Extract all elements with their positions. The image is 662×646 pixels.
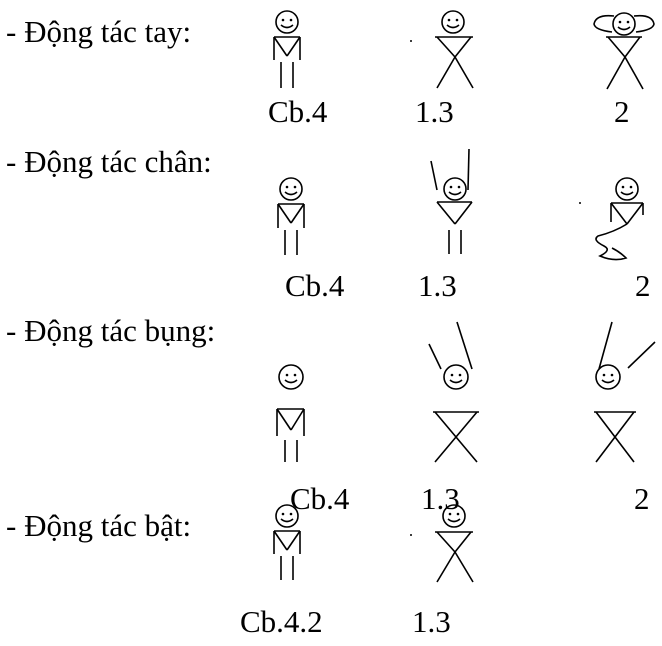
leg-label-13: 1.3 <box>418 268 457 303</box>
figure-leg-cb4 <box>277 177 305 255</box>
jump-label-cb42: Cb.4.2 <box>240 604 323 639</box>
figure-jump-13 <box>410 504 474 583</box>
arm-label-cb4: Cb.4 <box>268 94 328 129</box>
arm-label-13: 1.3 <box>415 94 454 129</box>
figure-abdomen-2 <box>594 321 656 463</box>
figure-arm-2 <box>593 12 655 90</box>
figure-arm-cb4 <box>273 10 301 88</box>
figure-abdomen-cb4 <box>276 364 305 462</box>
figure-leg-13 <box>430 148 473 254</box>
abdomen-label-13: 1.3 <box>421 481 460 516</box>
arm-label-2: 2 <box>614 94 630 129</box>
jump-label-13: 1.3 <box>412 604 451 639</box>
figure-leg-2 <box>579 177 644 261</box>
leg-label-2: 2 <box>635 268 651 303</box>
section-title-jump: - Động tác bật: <box>6 508 192 543</box>
section-title-leg: - Động tác chân: <box>6 144 212 179</box>
figure-abdomen-13 <box>428 321 479 463</box>
figure-arm-13 <box>410 10 474 89</box>
abdomen-label-2: 2 <box>634 481 650 516</box>
figure-jump-cb42 <box>273 504 301 580</box>
leg-label-cb4: Cb.4 <box>285 268 345 303</box>
section-title-abdomen: - Động tác bụng: <box>6 313 216 348</box>
abdomen-label-cb4: Cb.4 <box>290 481 350 516</box>
section-title-arm: - Động tác tay: <box>6 14 192 49</box>
